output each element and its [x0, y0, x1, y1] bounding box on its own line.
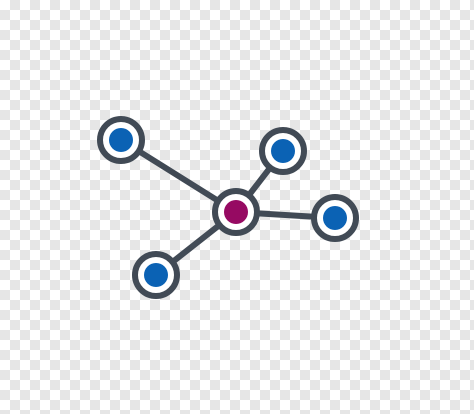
node-center-core	[224, 200, 248, 224]
node-bottom-left-core	[144, 263, 168, 287]
node-top-left-core	[109, 128, 133, 152]
node-top-left	[97, 116, 145, 164]
node-bottom-left	[132, 251, 180, 299]
node-right	[311, 194, 359, 242]
node-right-core	[323, 206, 347, 230]
node-top-right-core	[271, 139, 295, 163]
node-center	[212, 188, 260, 236]
node-top-right	[259, 127, 307, 175]
